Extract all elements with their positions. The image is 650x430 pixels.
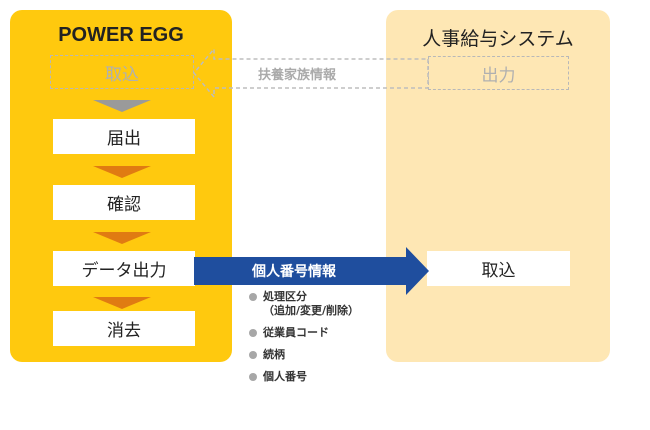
family-info-label: 扶養家族情報 [258,68,337,83]
power-egg-import-step: 取込 [50,55,194,89]
confirm-step: 確認 [53,185,195,220]
flow-down-arrow [93,166,151,178]
hr-import-step: 取込 [427,251,570,286]
bullet-dot [249,373,257,381]
data-item-list: 処理区分 （追加/変更/削除） 従業員コード 続柄 個人番号 [249,290,359,392]
personal-number-label: 個人番号情報 [252,264,336,280]
list-item-label: 続柄 [263,348,285,361]
flow-down-arrow [93,232,151,244]
hr-system-panel: 人事給与システム [386,10,610,362]
list-item: 処理区分 （追加/変更/削除） [249,290,359,318]
list-item: 従業員コード [249,326,359,340]
flow-down-arrow-gray [93,100,151,112]
flow-down-arrow [93,297,151,309]
notification-step: 届出 [53,119,195,154]
list-item: 続柄 [249,348,359,362]
family-info-arrow [193,46,429,100]
bullet-dot [249,293,257,301]
delete-step: 消去 [53,311,195,346]
list-item: 個人番号 [249,370,359,384]
personal-number-arrow [194,247,429,295]
data-output-step: データ出力 [53,251,195,286]
list-item-label: 従業員コード [263,326,329,339]
power-egg-title: POWER EGG [58,24,184,46]
list-item-label: 処理区分 [263,290,307,303]
hr-system-title: 人事給与システム [422,28,574,50]
bullet-dot [249,329,257,337]
bullet-dot [249,351,257,359]
list-item-sublabel: （追加/変更/削除） [263,304,360,317]
list-item-label: 個人番号 [263,370,307,383]
